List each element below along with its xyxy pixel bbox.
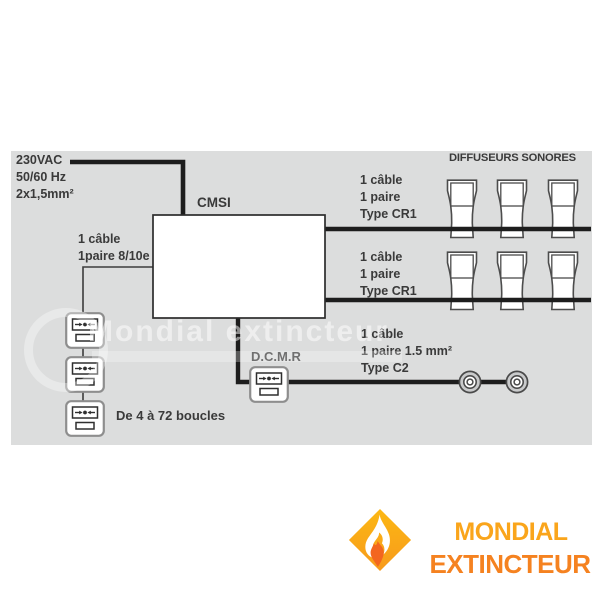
cmsi-box [152,214,326,319]
cable-text-line: 1 câble [360,250,403,264]
cable-cr1-label-1: 1 câble 1 paire Type CR1 [360,172,417,223]
cmsi-label: CMSI [197,195,231,210]
dcmr-label: D.C.M.R [251,349,301,364]
left-cable-label: 1 câble 1paire 8/10e [78,231,150,265]
cable-c2-label: 1 câble 1 paire 1.5 mm² Type C2 [361,326,452,377]
watermark-ring [24,308,108,392]
manual-call-point-icon [65,400,105,437]
cable-text-line: Type C2 [361,361,409,375]
power-line-1: 230VAC [16,153,63,167]
power-line-2: 50/60 Hz [16,170,67,184]
cable-text-line: 1 câble [360,173,403,187]
cable-text-line: 1 paire [360,267,401,281]
power-line-3: 2x1,5mm² [16,187,74,201]
wire-power [70,159,186,216]
cable-cr1-label-2: 1 câble 1 paire Type CR1 [360,249,417,300]
brand-name-line-2: EXTINCTEUR [429,549,591,579]
cable-text-line: 1 câble [361,327,404,341]
cable-text-line: Type CR1 [360,284,417,298]
round-diffuser-icon [458,370,482,394]
cable-text-line: 1 paire [360,190,401,204]
watermark-subline [92,351,402,362]
left-cable-line-1: 1 câble [78,232,121,246]
loops-label: De 4 à 72 boucles [116,408,226,423]
sounders-title: DIFFUSEURS SONORES [449,152,576,164]
wire-dcmr-line [235,318,517,385]
watermark-text: Mondial extincteur [88,315,390,348]
brand-name-line-1: MONDIAL [454,518,568,546]
left-cable-line-2: 1paire 8/10e [78,249,150,263]
dcmr-device-icon [249,366,289,403]
cable-text-line: Type CR1 [360,207,417,221]
power-spec-label: 230VAC 50/60 Hz 2x1,5mm² [16,152,74,203]
flame-logo-icon [348,508,412,572]
round-diffuser-icon [505,370,529,394]
cable-text-line: 1 paire 1.5 mm² [361,344,453,358]
